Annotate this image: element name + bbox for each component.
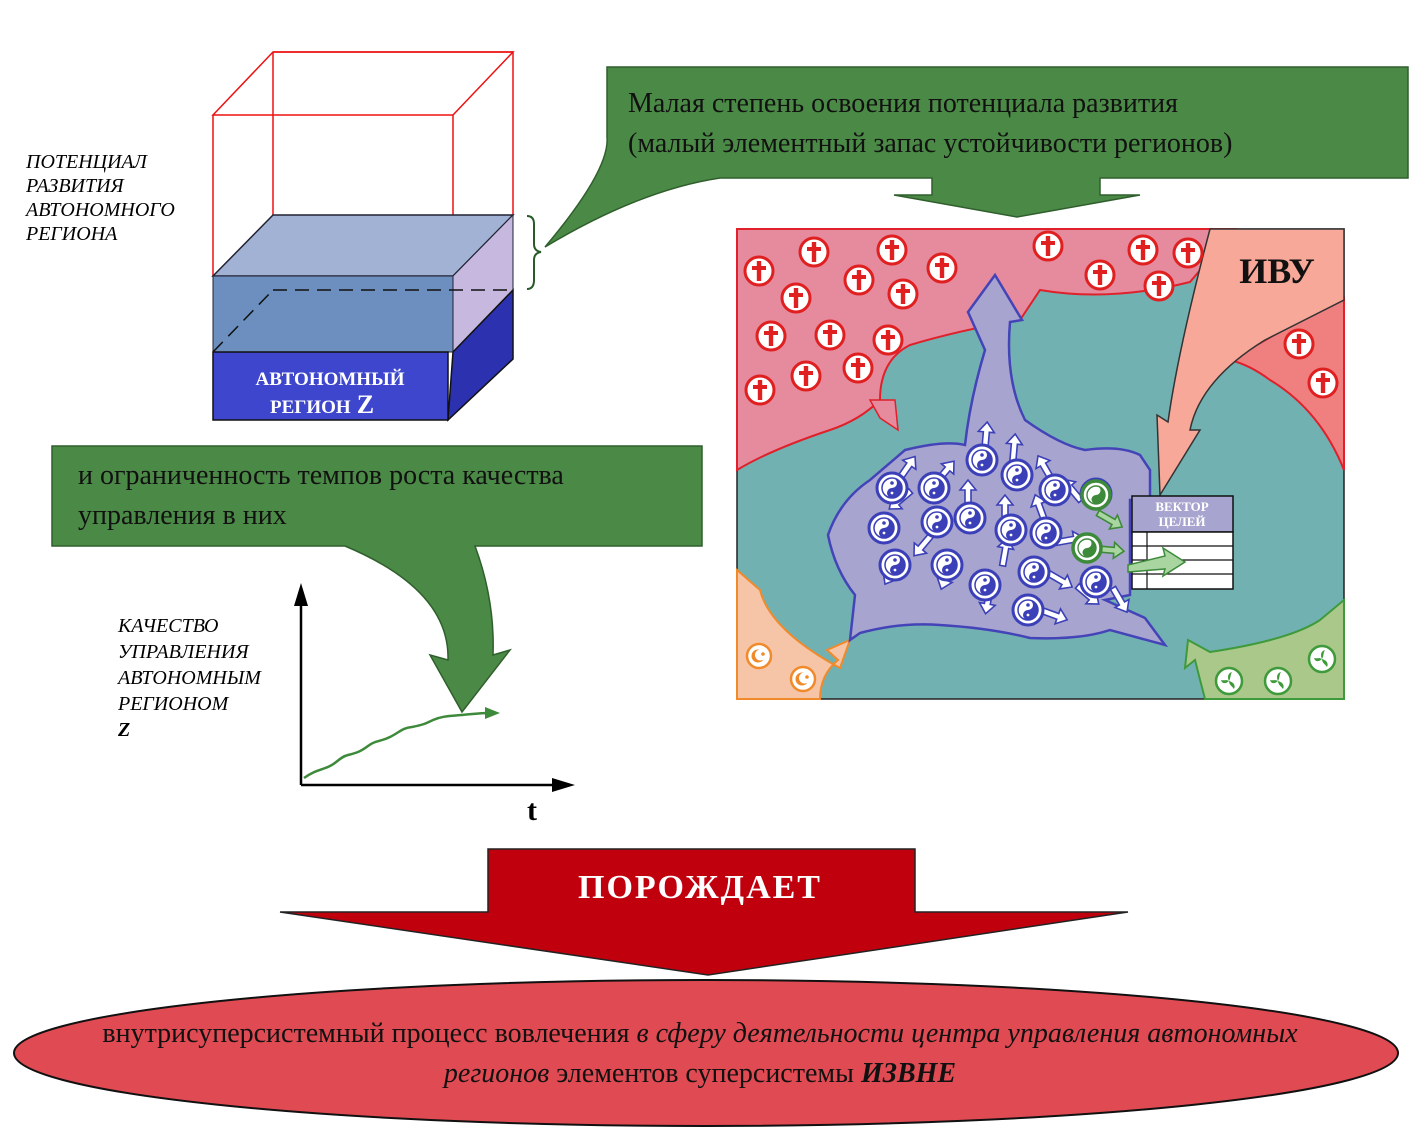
quality-label-prefix: РЕГИОНОМ: [118, 693, 229, 715]
ellipse-text-part2: в сферу деятельности центра управления а…: [443, 1018, 1298, 1089]
box-label-line2: РЕГИОН: [270, 397, 351, 418]
bottom-ellipse: [13, 979, 1399, 1127]
quality-label-letter: Z: [118, 719, 131, 741]
quality-graph: [294, 583, 575, 792]
potential-label-line: РАЗВИТИЯ: [26, 175, 124, 197]
region-box: [211, 51, 542, 422]
porozhdaet-label: ПОРОЖДАЕТ: [578, 869, 822, 906]
box-label-line1: АВТОНОМНЫЙ: [255, 368, 404, 390]
callout-top-text: Малая степень освоения потенциала развит…: [628, 84, 1388, 164]
quality-axis-label: КАЧЕСТВО УПРАВЛЕНИЯ АВТОНОМНЫМ РЕГИОНОМ …: [118, 613, 298, 743]
callout-left-line: и ограниченность темпов роста качества: [78, 460, 564, 491]
callout-left-line: управления в них: [78, 500, 287, 531]
ellipse-text: внутрисуперсистемный процесс вовлечения …: [60, 1014, 1340, 1094]
quality-label-line: УПРАВЛЕНИЯ: [118, 641, 249, 663]
potential-label-line: РЕГИОНА: [26, 223, 118, 245]
ivu-label: ИВУ: [1239, 251, 1315, 291]
ellipse-text-part1: внутрисуперсистемный процесс вовлечения: [102, 1018, 637, 1049]
axis-t-label: t: [527, 794, 537, 827]
potential-label: ПОТЕНЦИАЛ РАЗВИТИЯ АВТОНОМНОГО РЕГИОНА: [26, 150, 226, 246]
potential-label-line: ПОТЕНЦИАЛ: [26, 151, 147, 173]
callout-top-shape: [544, 66, 1409, 248]
ellipse-text-part4: ИЗВНЕ: [860, 1058, 957, 1089]
ellipse-text-part3: элементов суперсистемы: [549, 1058, 861, 1089]
goals-table-line2: ЦЕЛЕЙ: [1158, 514, 1205, 529]
callout-left-text: и ограниченность темпов роста качества у…: [78, 456, 698, 536]
callout-left-shape: [51, 445, 703, 714]
potential-label-line: АВТОНОМНОГО: [26, 199, 175, 221]
porozhdaet-arrow: [279, 848, 1129, 976]
goals-table-line1: ВЕКТОР: [1155, 499, 1208, 514]
box-label-letter: Z: [357, 390, 374, 419]
quality-label-line-last: РЕГИОНОМ Z: [118, 691, 298, 743]
quality-label-line: АВТОНОМНЫМ: [118, 667, 261, 689]
callout-top-line: (малый элементный запас устойчивости рег…: [628, 128, 1233, 159]
callout-top-line: Малая степень освоения потенциала развит…: [628, 88, 1178, 119]
quality-label-line: КАЧЕСТВО: [118, 615, 219, 637]
